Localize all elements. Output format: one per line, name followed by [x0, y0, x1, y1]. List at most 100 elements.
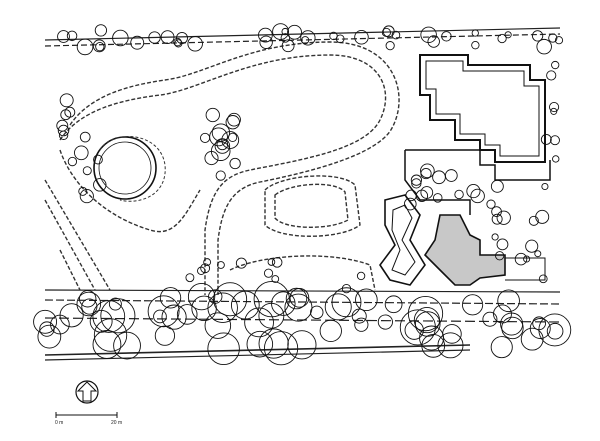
- tree-canopy: [271, 291, 296, 316]
- tree-canopy: [112, 29, 129, 47]
- tree-canopy: [67, 156, 78, 167]
- tree-canopy: [528, 215, 539, 226]
- tree-canopy: [213, 282, 248, 317]
- tree-canopy: [227, 112, 241, 127]
- tree-canopy: [92, 300, 126, 333]
- tree-canopy: [471, 41, 480, 50]
- tree-canopy: [551, 60, 560, 70]
- tree-canopy: [207, 332, 240, 365]
- tree-canopy: [147, 295, 180, 328]
- tree-canopy: [281, 39, 295, 53]
- tree-canopy: [176, 304, 198, 325]
- tree-canopy: [60, 109, 72, 121]
- tree-canopy: [148, 31, 161, 44]
- tree-canopy: [76, 291, 102, 317]
- tree-canopy: [514, 252, 528, 266]
- tree-canopy: [227, 132, 238, 143]
- tree-canopy: [490, 336, 513, 359]
- tree-canopy: [211, 123, 231, 142]
- tree-canopy: [377, 314, 393, 330]
- tree-canopy: [461, 294, 484, 316]
- tree-canopy: [271, 275, 280, 283]
- trees: [33, 23, 572, 366]
- tree-canopy: [200, 132, 211, 144]
- tree-canopy: [215, 170, 226, 181]
- tree-canopy: [535, 209, 550, 224]
- tree-canopy: [531, 30, 544, 42]
- tree-canopy: [399, 309, 436, 346]
- tree-canopy: [454, 189, 464, 200]
- tree-canopy: [81, 298, 98, 315]
- tree-canopy: [470, 188, 485, 204]
- tree-canopy: [78, 186, 88, 196]
- tree-canopy: [205, 107, 220, 123]
- tree-canopy: [536, 38, 552, 55]
- tree-canopy: [284, 293, 313, 322]
- tree-canopy: [263, 268, 274, 278]
- tree-canopy: [420, 163, 435, 179]
- tree-canopy: [496, 238, 509, 251]
- tree-canopy: [173, 37, 182, 47]
- tree-canopy: [491, 233, 499, 241]
- tree-canopy: [525, 239, 539, 253]
- tree-canopy: [471, 29, 479, 37]
- tree-canopy: [203, 258, 212, 267]
- tree-canopy: [354, 317, 369, 332]
- tree-canopy: [351, 308, 367, 324]
- tree-canopy: [421, 334, 446, 358]
- tree-canopy: [187, 282, 216, 311]
- tree-canopy: [523, 255, 531, 263]
- annex-building: [379, 194, 546, 286]
- footpaths: [44, 41, 400, 295]
- tree-canopy: [59, 93, 74, 108]
- tree-canopy: [185, 273, 195, 283]
- tree-canopy: [548, 101, 560, 113]
- tree-canopy: [490, 179, 504, 193]
- tree-canopy: [491, 213, 503, 225]
- tree-canopy: [209, 127, 228, 147]
- tree-canopy: [94, 24, 108, 37]
- main-building: [404, 54, 551, 215]
- tree-canopy: [82, 166, 92, 176]
- tree-canopy: [546, 70, 557, 81]
- tree-canopy: [100, 298, 136, 334]
- tree-canopy: [534, 250, 542, 258]
- tree-canopy: [258, 302, 285, 329]
- north-arrow-icon: [76, 381, 98, 402]
- tree-canopy: [420, 26, 437, 44]
- tree-canopy: [500, 312, 524, 336]
- tree-canopy: [554, 36, 564, 45]
- tree-canopy: [497, 289, 520, 313]
- tree-canopy: [264, 331, 299, 366]
- tree-canopy: [258, 27, 273, 43]
- tree-canopy: [550, 107, 558, 115]
- tree-canopy: [482, 311, 498, 327]
- tree-canopy: [410, 174, 422, 186]
- tree-canopy: [541, 182, 549, 191]
- tree-canopy: [466, 184, 481, 199]
- tree-canopy: [33, 309, 58, 334]
- tree-canopy: [95, 42, 105, 52]
- tree-canopy: [267, 258, 276, 266]
- tree-canopy: [341, 283, 352, 294]
- tree-canopy: [520, 327, 544, 351]
- tree-canopy: [552, 155, 560, 163]
- tree-canopy: [187, 36, 203, 52]
- tree-canopy: [385, 41, 395, 51]
- scale-start-label: 0 m: [55, 420, 63, 426]
- tree-canopy: [37, 324, 62, 349]
- tree-canopy: [287, 330, 317, 360]
- tree-canopy: [427, 35, 440, 48]
- tree-canopy: [285, 287, 308, 310]
- tree-canopy: [442, 324, 462, 344]
- tree-canopy: [504, 31, 512, 39]
- tree-canopy: [204, 151, 219, 166]
- tree-canopy: [191, 295, 217, 322]
- tree-canopy: [214, 138, 231, 154]
- tree-canopy: [217, 261, 225, 269]
- tree-canopy: [497, 33, 507, 44]
- tree-canopy: [271, 257, 283, 268]
- tree-canopy: [546, 322, 564, 340]
- tree-canopy: [74, 145, 89, 161]
- tree-canopy: [229, 157, 241, 170]
